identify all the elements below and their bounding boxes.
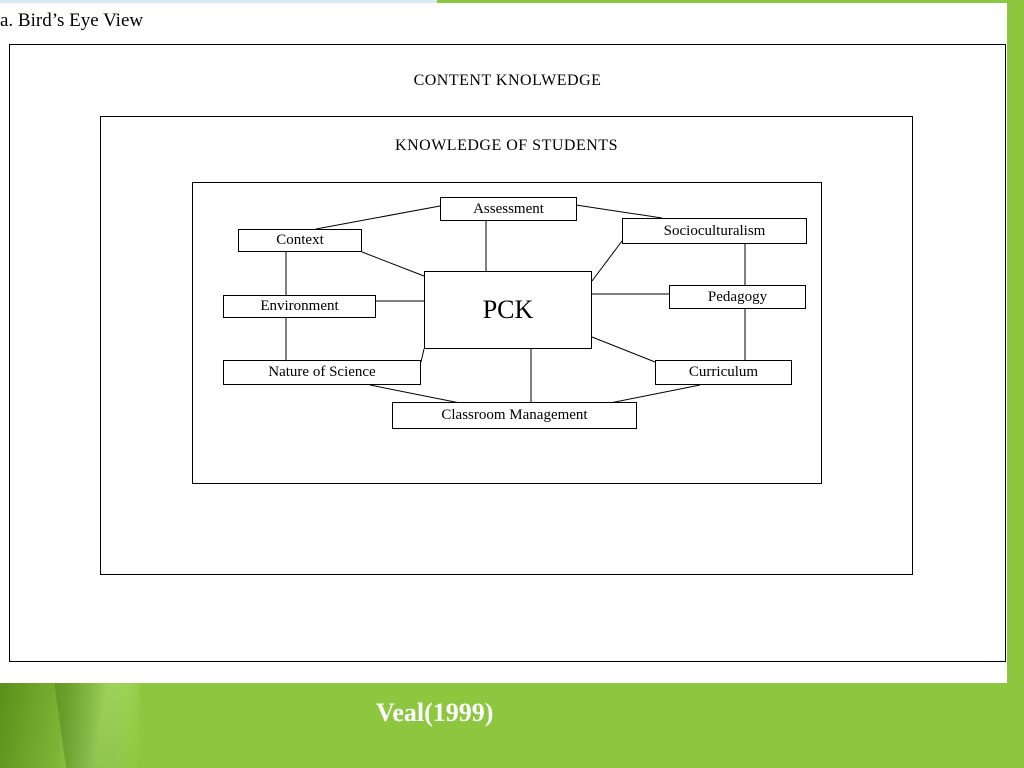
node-curriculum: Curriculum — [655, 360, 792, 385]
node-socioculturalism: Socioculturalism — [622, 218, 807, 244]
citation-caption: Veal(1999) — [376, 698, 494, 727]
node-assessment-label: Assessment — [473, 200, 544, 217]
node-context: Context — [238, 229, 362, 252]
node-classroom-management: Classroom Management — [392, 402, 637, 429]
knowledge-of-students-label: KNOWLEDGE OF STUDENTS — [395, 137, 618, 154]
page-heading: a. Bird’s Eye View — [0, 10, 144, 31]
node-nature-of-science-label: Nature of Science — [268, 364, 376, 380]
node-nature-of-science: Nature of Science — [223, 360, 421, 385]
node-pck-label: PCK — [482, 295, 534, 324]
leaf-accent-shade — [53, 680, 137, 768]
content-knowledge-label: CONTENT KNOLWEDGE — [413, 72, 602, 89]
node-environment-label: Environment — [260, 298, 339, 314]
leaf-accent — [0, 680, 140, 768]
node-socioculturalism-label: Socioculturalism — [663, 222, 766, 239]
node-context-label: Context — [276, 232, 324, 248]
node-pedagogy-label: Pedagogy — [707, 288, 768, 305]
node-assessment: Assessment — [440, 197, 577, 221]
node-pck: PCK — [424, 271, 592, 349]
node-pedagogy: Pedagogy — [669, 285, 806, 309]
node-classroom-management-label: Classroom Management — [441, 407, 588, 423]
node-curriculum-label: Curriculum — [688, 364, 759, 380]
top-strip — [0, 0, 437, 3]
node-environment: Environment — [223, 295, 376, 318]
